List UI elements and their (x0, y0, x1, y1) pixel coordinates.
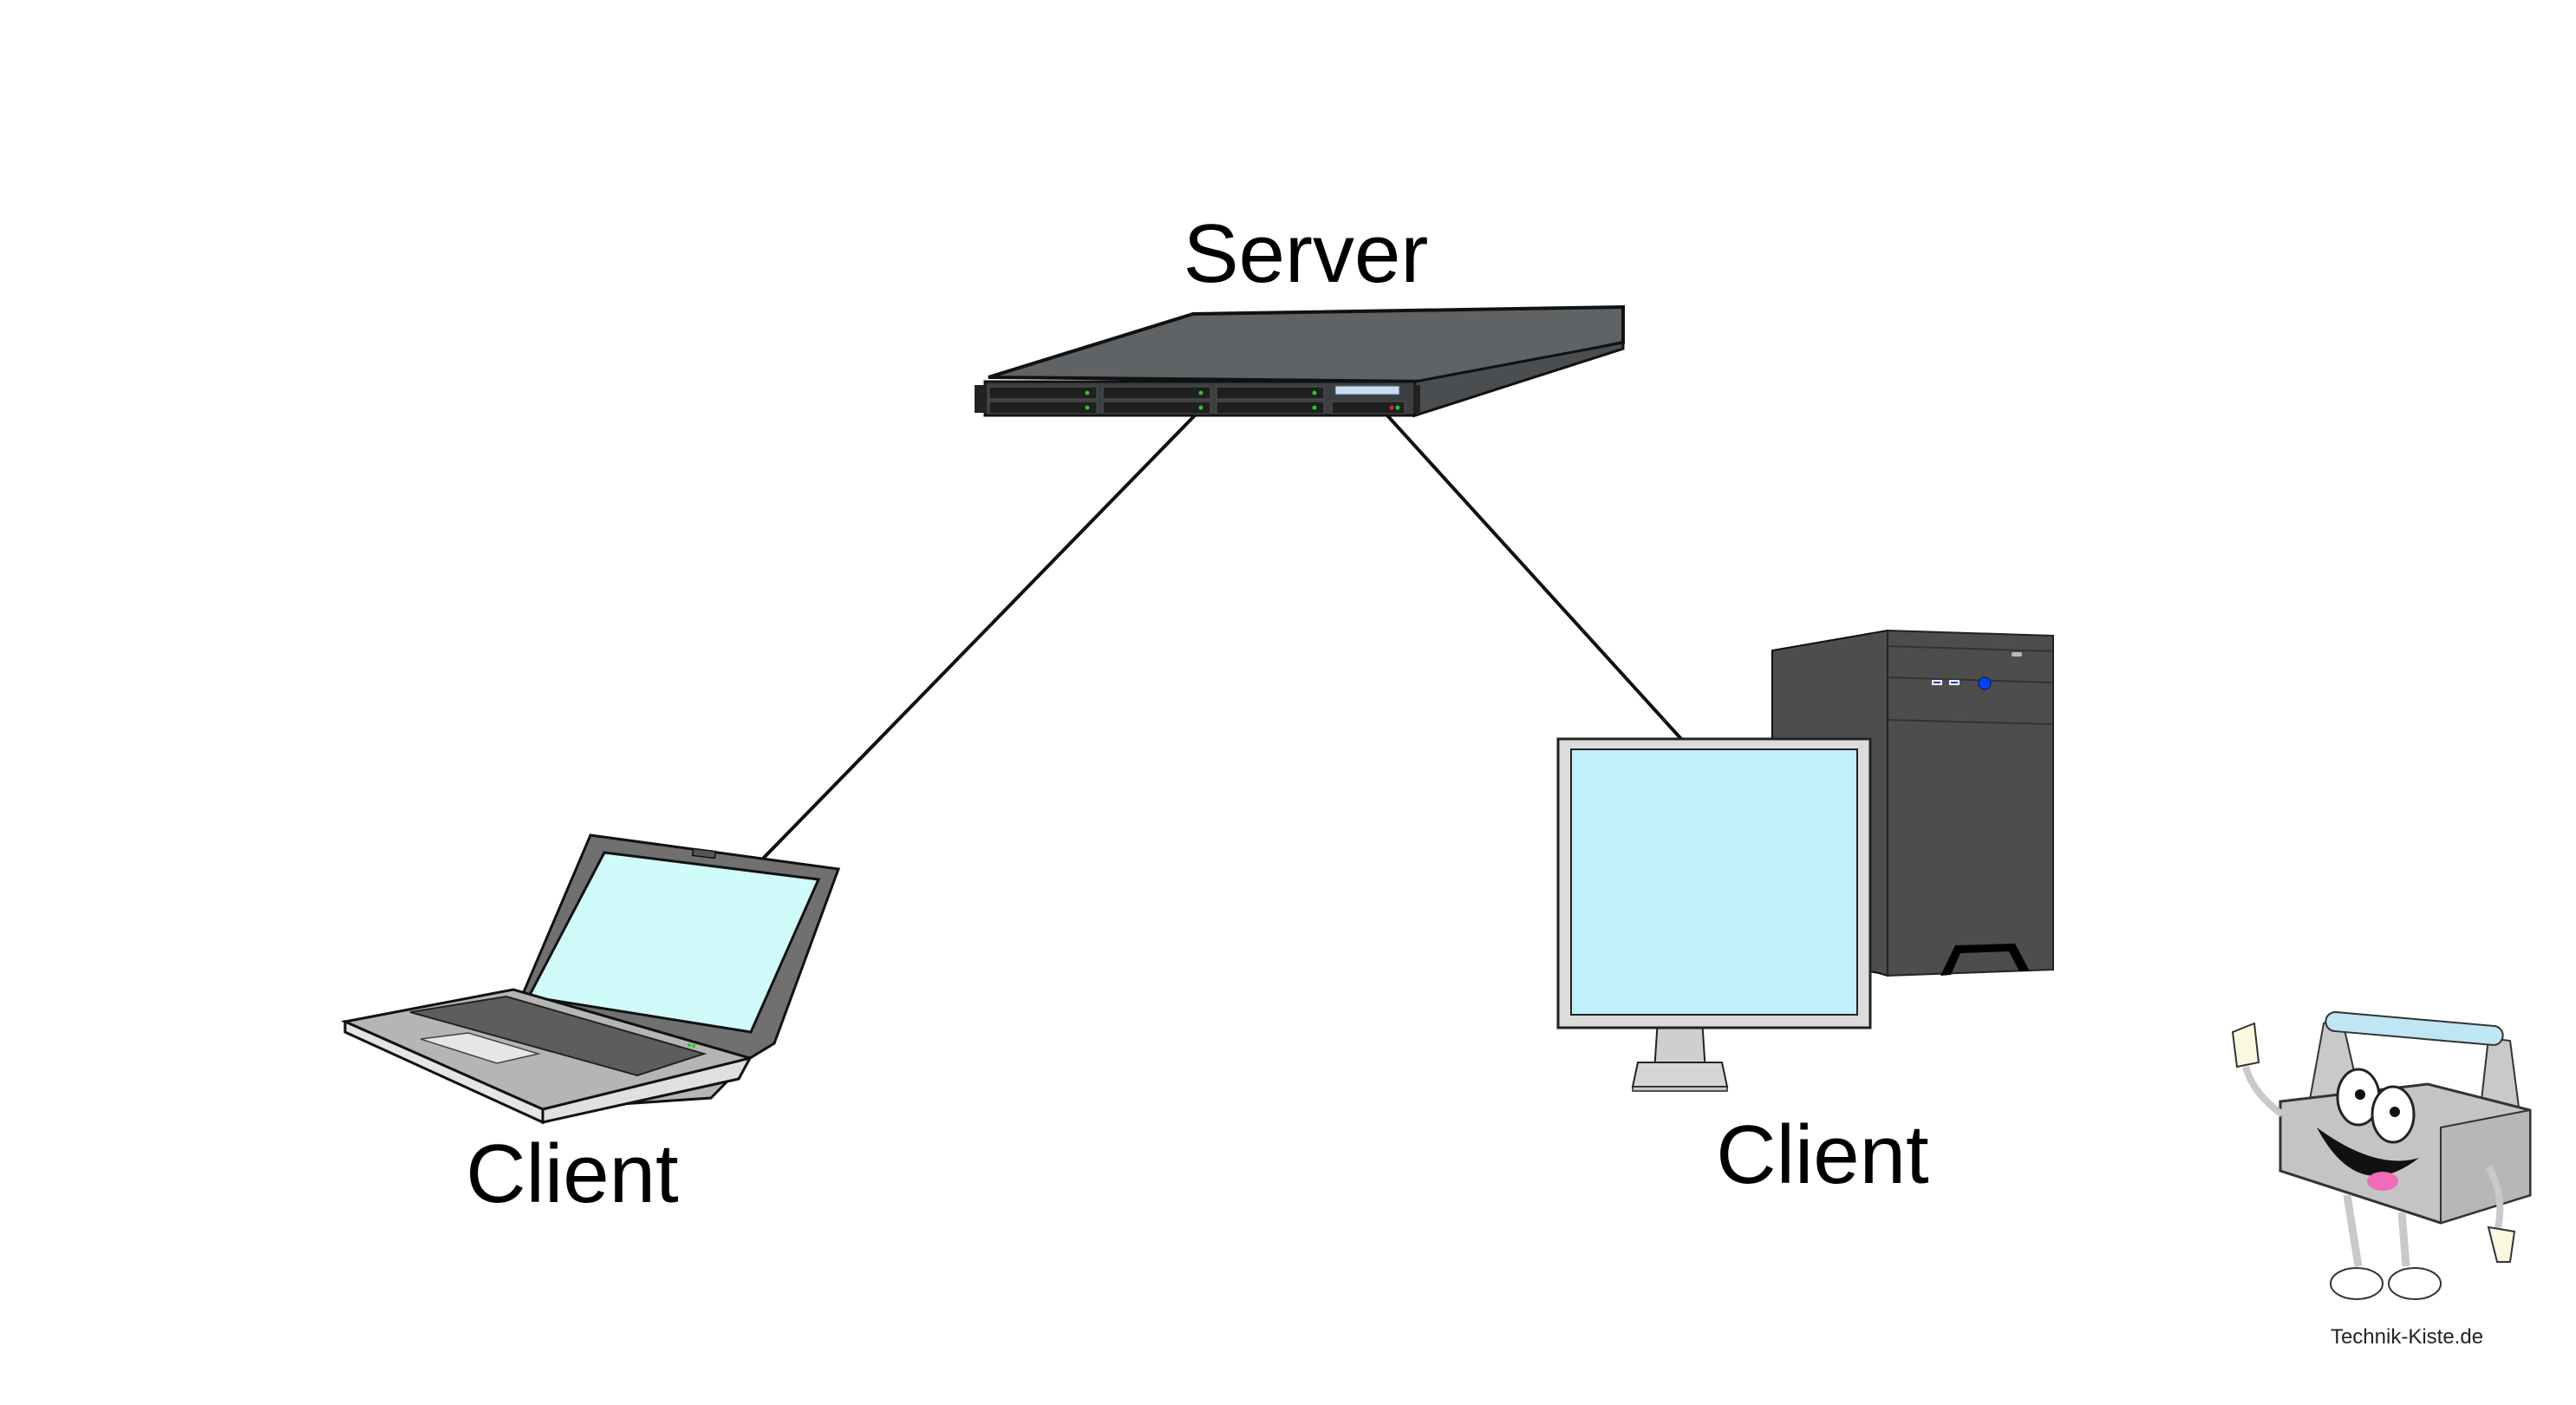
power-button-icon (1978, 676, 1992, 690)
status-leds (1085, 390, 1400, 410)
server-label: Server (1183, 207, 1429, 300)
client-desktop-label: Client (1716, 1108, 1929, 1201)
drive-bays (988, 386, 1405, 415)
watermark-text: Technik-Kiste.de (2330, 1325, 2484, 1349)
laptop-icon (341, 833, 841, 1125)
monitor-icon (1556, 737, 1872, 1092)
cable-server-laptop (759, 414, 1197, 863)
cable-server-desktop (1386, 414, 1683, 741)
server-icon (975, 304, 1625, 418)
toolbox-mascot-icon (2231, 1010, 2532, 1300)
server-display (1334, 385, 1400, 395)
client-laptop-label: Client (466, 1127, 679, 1220)
